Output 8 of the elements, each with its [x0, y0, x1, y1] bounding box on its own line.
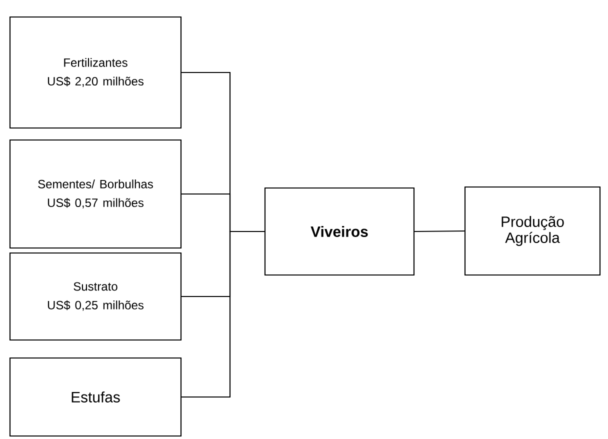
process-box: Sustrato US$ 0,25 milhões [9, 252, 182, 341]
process-box: Estufas [9, 357, 182, 437]
connector-line [182, 230, 264, 398]
process-box: Viveiros [264, 187, 415, 276]
process-box: Sementes/ Borbulhas US$ 0,57 milhões [9, 139, 182, 249]
process-box: Produção Agrícola [464, 186, 601, 276]
connector-line [414, 230, 464, 232]
process-box: Fertilizantes US$ 2,20 milhões [9, 16, 182, 129]
